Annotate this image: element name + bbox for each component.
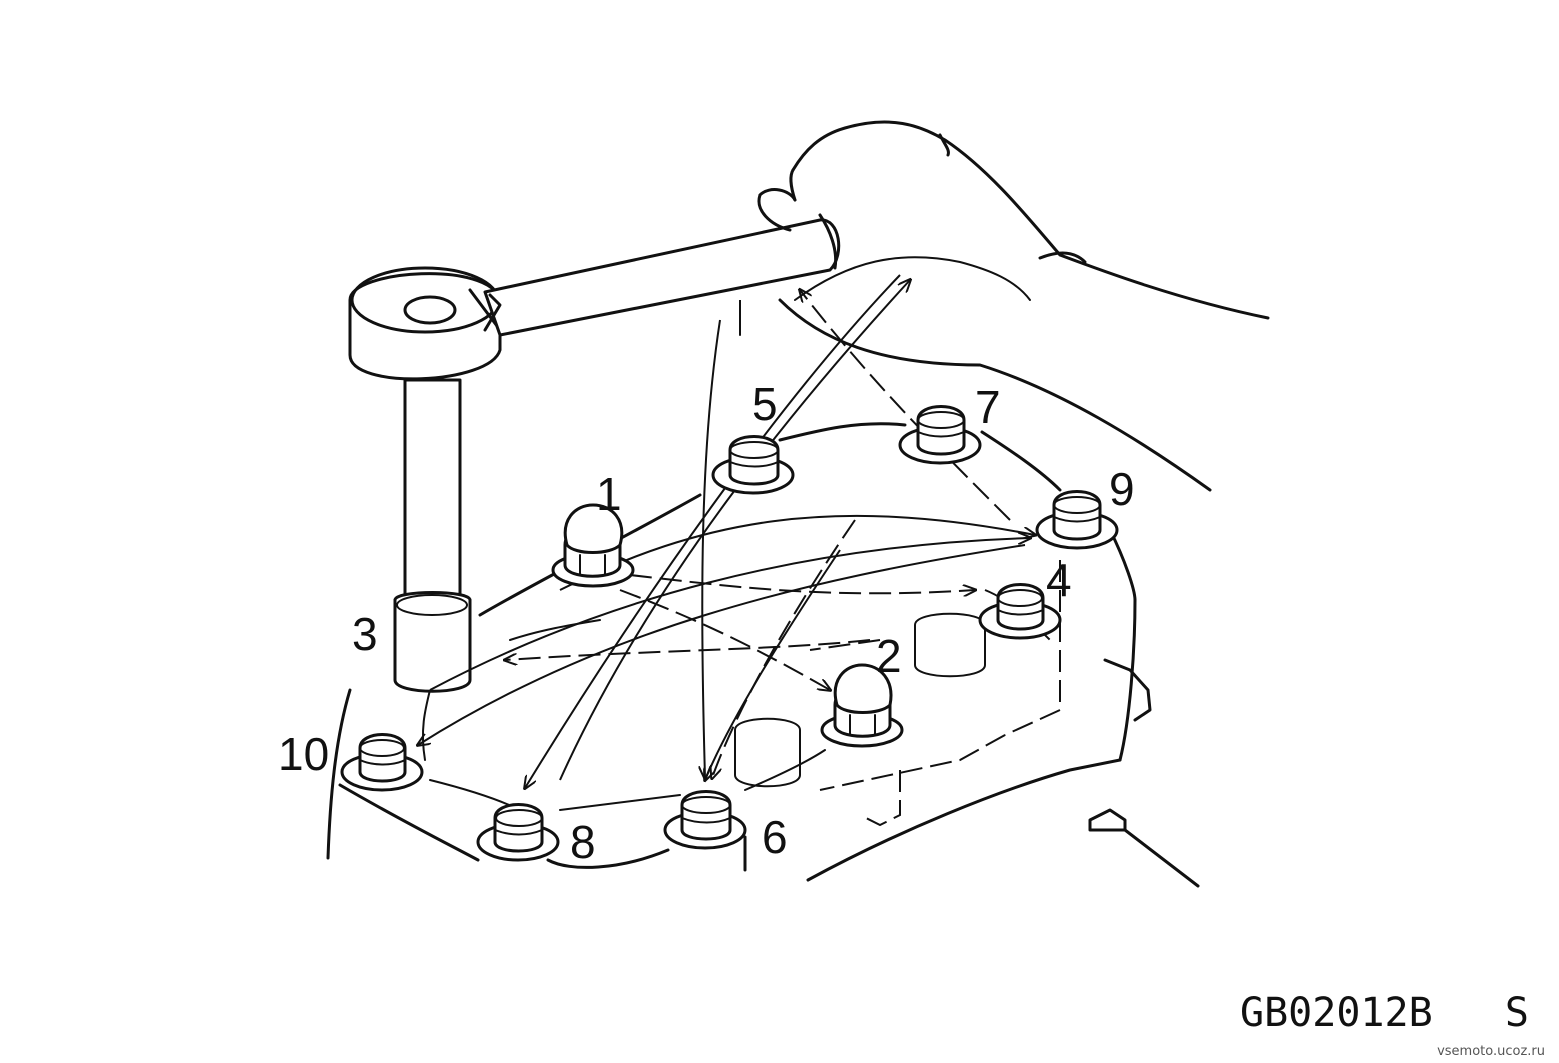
bolt-5 <box>711 435 795 495</box>
bolt-label-9: 9 <box>1109 463 1135 515</box>
engine-body <box>326 256 1200 888</box>
bolt-label-3: 3 <box>352 608 378 660</box>
tightening-sequence-arrows <box>418 274 1035 788</box>
bolt-label-4: 4 <box>1046 554 1072 606</box>
bolt-1 <box>551 503 635 588</box>
bolt-label-6: 6 <box>762 811 788 863</box>
bolt-labels: 1 2 3 4 5 6 7 8 9 10 <box>278 378 1135 868</box>
bolt-9 <box>1035 490 1119 550</box>
bolt-7 <box>898 405 982 465</box>
figure-code-suffix: S <box>1504 990 1529 1036</box>
bolt-4 <box>978 583 1062 640</box>
bolt-10 <box>340 733 424 792</box>
hand-holding-wrench <box>757 120 1270 492</box>
bolt-8 <box>476 803 560 862</box>
figure-code-id: GB02012B <box>1240 990 1433 1036</box>
bolt-label-2: 2 <box>876 630 902 682</box>
bolt-2 <box>820 663 904 748</box>
bolt-6 <box>663 790 747 850</box>
bolt-label-10: 10 <box>278 728 329 780</box>
torque-wrench <box>348 218 841 693</box>
bolt-label-7: 7 <box>975 381 1001 433</box>
bolt-label-1: 1 <box>596 468 622 520</box>
bolt-label-5: 5 <box>752 378 778 430</box>
bolt-label-8: 8 <box>570 816 596 868</box>
figure-code: GB02012B S <box>1240 990 1529 1036</box>
watermark: vsemoto.ucoz.ru <box>1437 1044 1545 1059</box>
figure-code-gap <box>1433 990 1505 1036</box>
